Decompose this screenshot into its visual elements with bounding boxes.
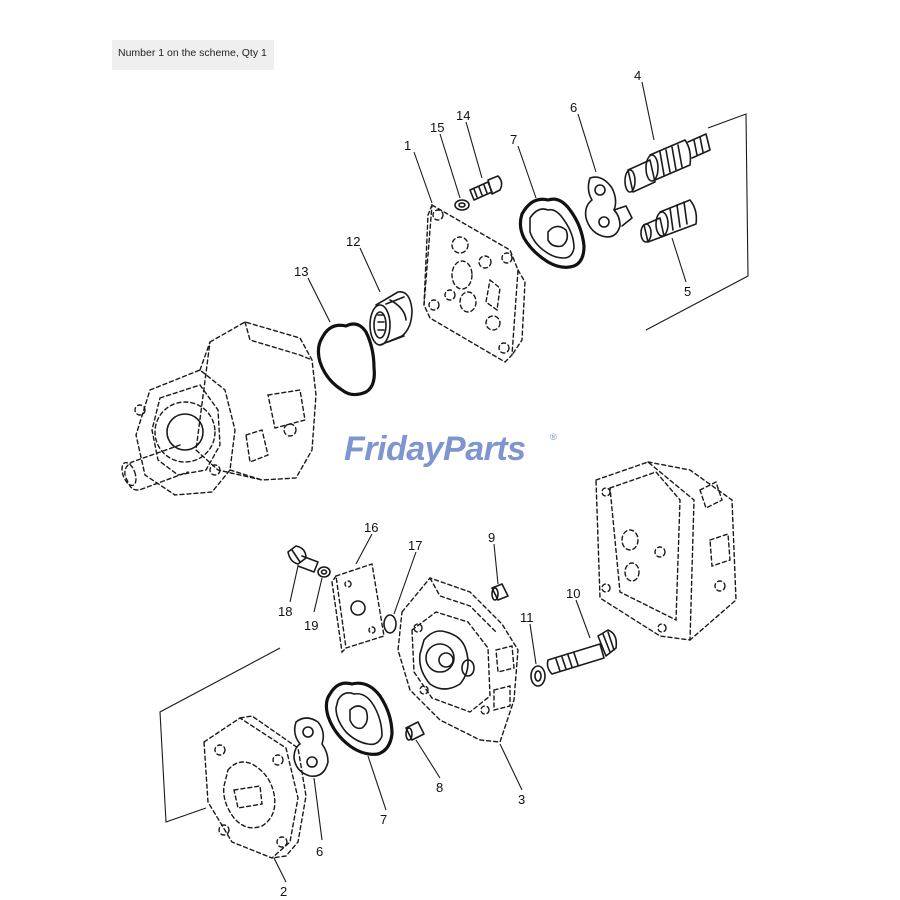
- part-11-washer: [530, 665, 546, 687]
- leader-lines: [273, 81, 687, 883]
- callout-16: 16: [364, 520, 378, 535]
- assembly-bracket-lower: [159, 647, 281, 823]
- part-4-drive-gear: [624, 133, 711, 193]
- callout-8: 8: [436, 780, 443, 795]
- callout-11: 11: [520, 610, 534, 625]
- callout-17: 17: [408, 538, 422, 553]
- part-13-gasket-ring: [316, 322, 376, 397]
- part-7-seal-plate-upper: [518, 197, 586, 269]
- caption-bar: Number 1 on the scheme, Qty 1: [112, 40, 274, 70]
- callout-18: 18: [278, 604, 292, 619]
- callout-3: 3: [518, 792, 525, 807]
- part-19-washer: [317, 566, 331, 578]
- callout-10: 10: [566, 586, 580, 601]
- callout-6-lower: 6: [316, 844, 323, 859]
- callout-7-upper: 7: [510, 132, 517, 147]
- callout-1: 1: [404, 138, 411, 153]
- callout-9: 9: [488, 530, 495, 545]
- part-7-seal-plate-lower: [324, 681, 394, 756]
- part-16-flange-plate: [331, 563, 385, 654]
- callout-6-upper: 6: [570, 100, 577, 115]
- callout-7-lower: 7: [380, 812, 387, 827]
- part-6-bushing-pair-lower: [293, 717, 329, 778]
- callout-2: 2: [280, 884, 287, 899]
- callout-labels: 1 15 14 7 6 4 5 12 13 16 17 9 10 11 18 1…: [278, 68, 691, 899]
- watermark-text: FridayParts: [344, 430, 526, 468]
- part-10-bolt: [546, 629, 618, 675]
- part-15-washer: [454, 199, 470, 211]
- callout-15: 15: [430, 120, 444, 135]
- callout-5: 5: [684, 284, 691, 299]
- part-8-dowel-pin: [405, 721, 425, 741]
- callout-12: 12: [346, 234, 360, 249]
- callout-13: 13: [294, 264, 308, 279]
- part-1-cover-plate: [423, 203, 526, 363]
- watermark-registered-mark: ®: [550, 432, 557, 442]
- assembly-bracket-upper: [645, 113, 749, 331]
- caption-text: Number 1 on the scheme, Qty 1: [118, 47, 267, 59]
- pump-housing-lower: [595, 461, 737, 641]
- watermark-logo: FridayParts ®: [344, 430, 557, 468]
- part-2-end-flange: [203, 715, 307, 859]
- callout-14: 14: [456, 108, 470, 123]
- part-9-dowel-pin: [491, 583, 509, 601]
- part-18-bolt: [287, 545, 319, 573]
- pump-housing-upper: [121, 321, 317, 496]
- callout-19: 19: [304, 618, 318, 633]
- part-5-driven-gear: [640, 199, 698, 243]
- part-14-bolt: [469, 175, 503, 201]
- part-3-gear-housing: [397, 577, 519, 743]
- part-12-bearing: [369, 291, 413, 346]
- callout-4: 4: [634, 68, 641, 83]
- part-6-bushing-pair-upper: [584, 176, 633, 238]
- part-17-o-ring: [383, 614, 397, 634]
